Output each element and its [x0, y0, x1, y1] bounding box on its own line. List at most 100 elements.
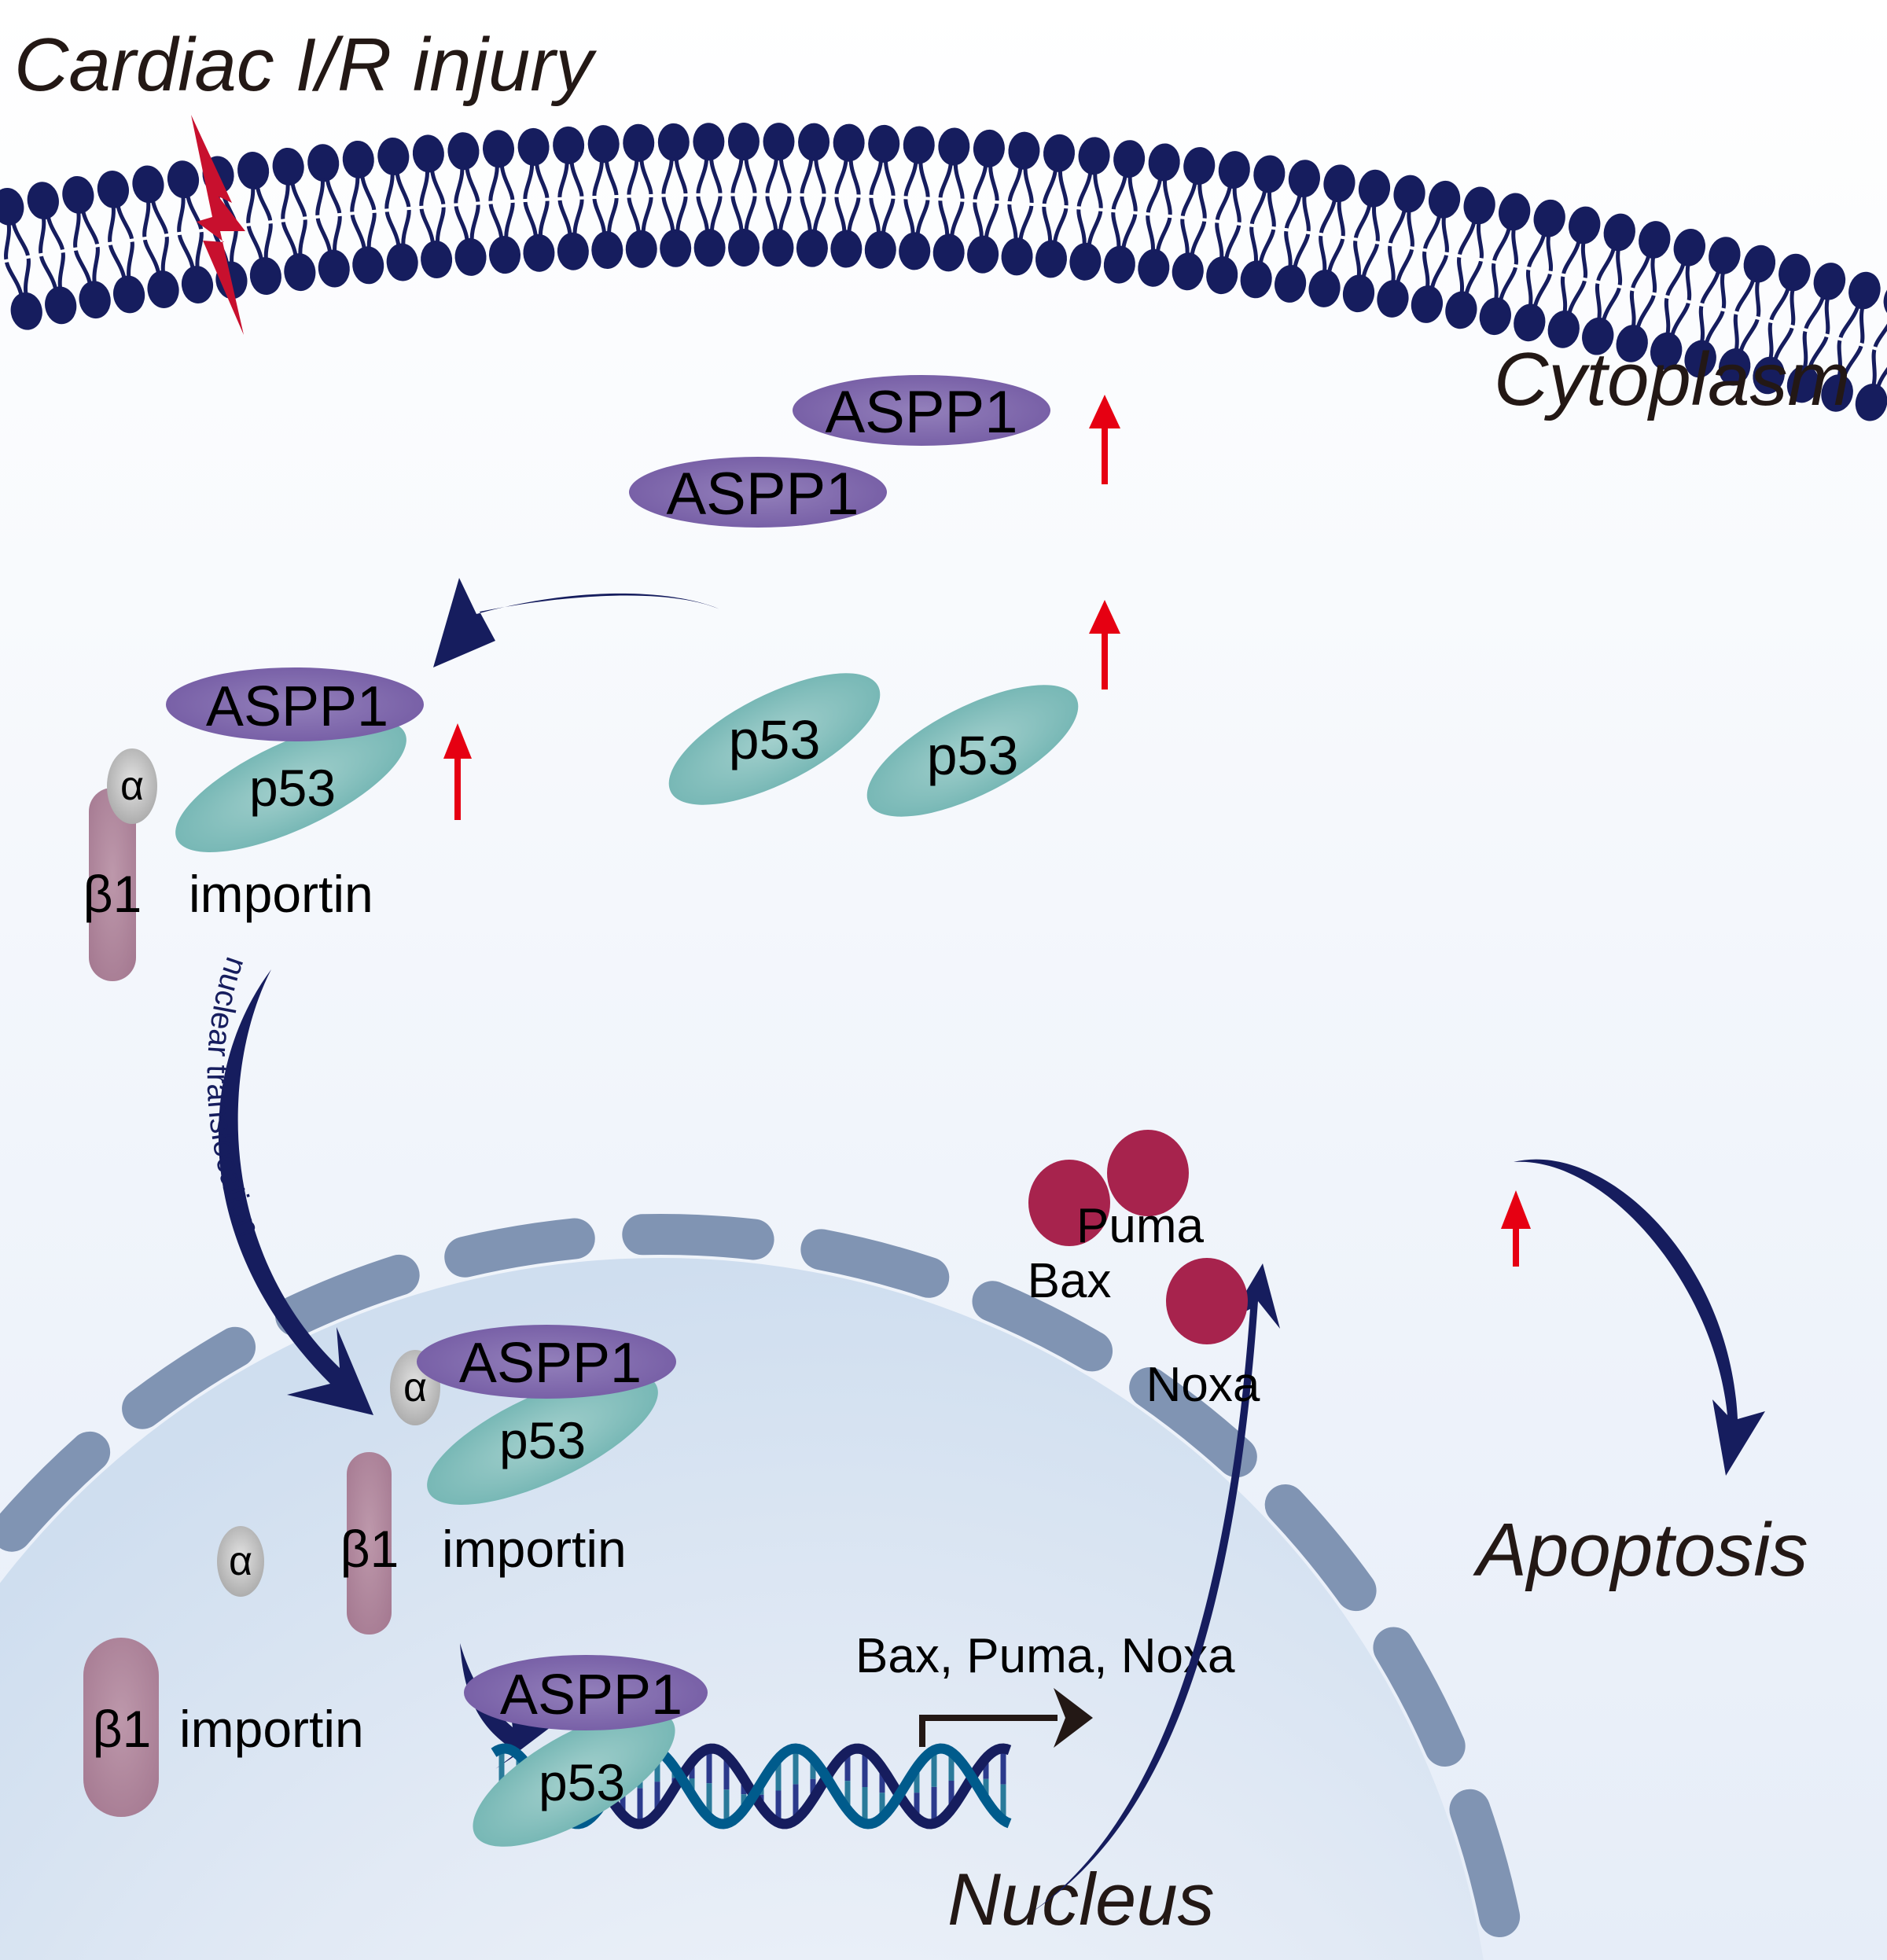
- dna-bound-complex[interactable]: ASPP1 p53: [454, 1655, 708, 1873]
- p53-label: p53: [927, 725, 1019, 786]
- apoptotic-factor-puma[interactable]: Puma: [1076, 1130, 1204, 1253]
- phospholipid: [1342, 169, 1391, 313]
- upregulation-indicators: [443, 395, 1531, 1267]
- nuclear-complex[interactable]: α ASPP1 p53 β1 importin: [340, 1325, 676, 1635]
- phospholipid: [482, 130, 521, 274]
- alpha-importin: [107, 748, 157, 824]
- factor-dot: [1166, 1258, 1248, 1344]
- phospholipid: [377, 137, 418, 281]
- phospholipid: [272, 147, 316, 292]
- up-arrow-icon: [443, 723, 472, 820]
- expression-arrow: [1022, 1263, 1280, 1918]
- phospholipid: [307, 144, 350, 288]
- phospholipid: [1514, 199, 1565, 342]
- up-arrow-icon: [1089, 600, 1120, 689]
- phospholipid: [1718, 245, 1776, 386]
- phospholipid: [1479, 193, 1531, 336]
- p53-label: p53: [499, 1411, 586, 1469]
- phospholipid: [1547, 206, 1601, 348]
- alpha-label: α: [120, 763, 144, 809]
- aspp1-bound: [464, 1655, 708, 1730]
- phospholipid: [1103, 140, 1146, 284]
- binding-arrow: [433, 578, 722, 667]
- phospholipid: [864, 124, 900, 269]
- phospholipid: [1753, 253, 1811, 395]
- apoptotic-factor-bax[interactable]: Bax: [1028, 1160, 1112, 1308]
- importin-label: importin: [189, 865, 373, 923]
- phospholipid: [237, 152, 281, 296]
- up-arrow-icon: [1501, 1190, 1531, 1267]
- alpha-importin-free[interactable]: α: [217, 1526, 264, 1597]
- phospholipid: [1786, 263, 1846, 403]
- apoptosis-arrow: [1514, 1159, 1765, 1476]
- p53-bound: [427, 1372, 658, 1506]
- phospholipid: [167, 160, 214, 303]
- phospholipid: [1821, 271, 1881, 412]
- transcription-arrowhead-icon: [1054, 1688, 1093, 1748]
- factor-label: Puma: [1076, 1199, 1204, 1253]
- phospholipid: [899, 126, 935, 270]
- phospholipid: [693, 123, 726, 267]
- aspp1-free-1[interactable]: ASPP1: [793, 375, 1050, 446]
- phospholipid: [342, 140, 384, 285]
- phospholipid: [132, 165, 179, 308]
- beta1-importin-free[interactable]: β1 importin: [83, 1638, 364, 1817]
- phospholipid: [830, 123, 865, 268]
- alpha-label: α: [229, 1539, 252, 1584]
- cytoplasmic-complex[interactable]: α ASPP1 p53 β1 importin: [83, 667, 424, 981]
- p53-bound: [175, 719, 406, 853]
- phospholipid: [447, 132, 487, 276]
- phospholipid: [97, 171, 145, 314]
- importin-label: importin: [179, 1700, 364, 1758]
- phospholipid: [62, 175, 111, 319]
- p53-free-2[interactable]: p53: [849, 659, 1097, 843]
- phospholipid: [0, 187, 42, 330]
- phospholipid: [1001, 131, 1040, 276]
- phospholipid: [1069, 137, 1110, 281]
- nucleus-body: [0, 1258, 1484, 1960]
- beta1-importin-shape: [89, 788, 136, 981]
- phospholipid: [1616, 221, 1671, 362]
- p53-label: p53: [539, 1753, 625, 1811]
- beta1-importin-shape: [347, 1452, 392, 1635]
- phospholipid: [1308, 164, 1355, 307]
- apoptosis-label: Apoptosis: [1473, 1508, 1808, 1592]
- apoptotic-factor-noxa[interactable]: Noxa: [1146, 1258, 1260, 1412]
- p53-label: p53: [249, 759, 336, 817]
- title: Cardiac I/R injury: [14, 23, 597, 107]
- target-genes-label: Bax, Puma, Noxa: [855, 1629, 1235, 1683]
- p53-free-1[interactable]: p53: [651, 647, 899, 831]
- nuclear-translocation-arrow: [218, 969, 373, 1415]
- factor-dot: [1028, 1160, 1110, 1246]
- transcription-arrow: [919, 1715, 1058, 1747]
- nuclear-envelope[interactable]: [0, 1214, 1528, 1960]
- phospholipid: [657, 123, 692, 267]
- lightning-injury-icon: [191, 115, 245, 335]
- beta1-label: β1: [340, 1520, 399, 1578]
- phospholipid: [932, 127, 970, 272]
- phospholipid: [1240, 155, 1286, 299]
- phospholipid: [623, 123, 657, 268]
- phospholipid: [27, 182, 77, 325]
- phospholipid: [1411, 180, 1461, 323]
- p53-label: p53: [729, 709, 821, 770]
- factor-label: Noxa: [1146, 1358, 1260, 1412]
- aspp1-label: ASPP1: [666, 461, 859, 528]
- phospholipid: [796, 123, 830, 267]
- phospholipid: [1275, 160, 1320, 303]
- up-arrow-icon: [1089, 395, 1120, 484]
- phospholipid: [1206, 151, 1250, 295]
- phospholipid: [587, 125, 623, 270]
- cytoplasm-label: Cytoplasm: [1494, 337, 1850, 421]
- beta1-label: β1: [83, 865, 142, 923]
- factor-label: Bax: [1028, 1254, 1112, 1308]
- phospholipid: [1650, 228, 1706, 370]
- aspp1-free-2[interactable]: ASPP1: [629, 457, 887, 528]
- cell-membrane: [0, 123, 1887, 421]
- importin-label: importin: [442, 1520, 627, 1578]
- aspp1-label: ASPP1: [500, 1664, 682, 1726]
- phospholipid: [1138, 143, 1180, 287]
- p53-bound: [473, 1710, 675, 1847]
